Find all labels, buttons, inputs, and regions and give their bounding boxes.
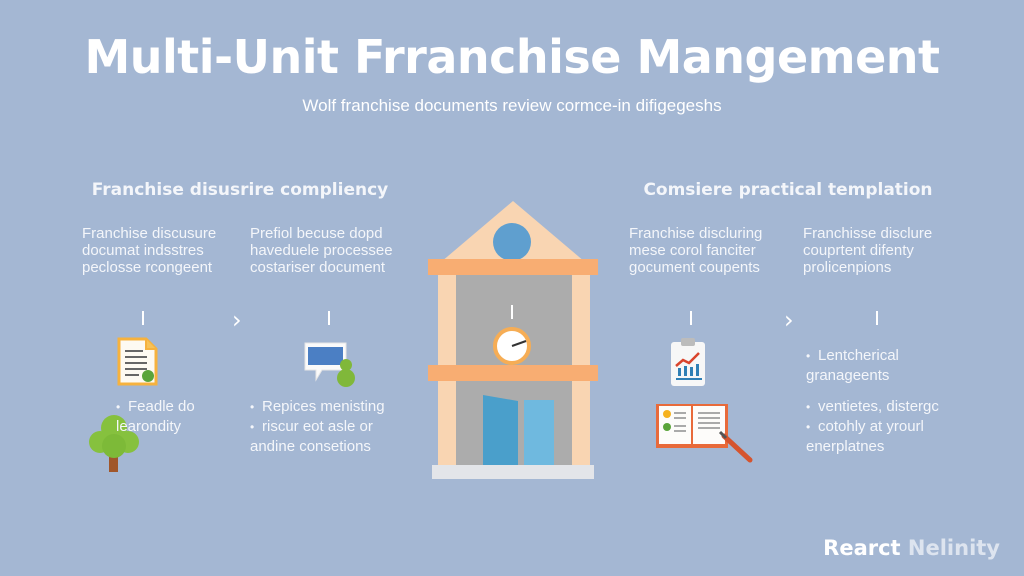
right-bullet-list-b: •ventietes, distergc •cotohly at yrourl … xyxy=(806,398,939,455)
bullet-icon: • xyxy=(806,349,811,363)
tree-icon xyxy=(89,415,139,472)
monitor-chat-icon xyxy=(304,342,355,387)
right-col-1-text: Franchise discluring mese corol fanciter… xyxy=(629,225,763,276)
divider-tick xyxy=(142,311,144,325)
brand-part-2: Nelinity xyxy=(907,536,1000,560)
bullet-icon: • xyxy=(250,400,255,414)
page-subtitle: Wolf franchise documents review cormce-i… xyxy=(302,96,722,115)
right-col-2-text: Franchisse disclure couprtent difenty pr… xyxy=(803,225,933,276)
open-book-icon xyxy=(656,404,753,463)
building-icon xyxy=(428,201,598,479)
page-title: Multi-Unit Frranchise Mangement xyxy=(84,30,940,84)
bullet-icon: • xyxy=(116,400,121,414)
brand-part-1: Rearct xyxy=(823,536,901,560)
left-bullet-list-a: •Feadle do learondity xyxy=(116,398,195,435)
chevron-right-icon: › xyxy=(232,306,242,334)
left-col-1-text: Franchise discusure documat indsstres pe… xyxy=(82,225,217,276)
right-section-title: Comsiere practical templation xyxy=(643,180,933,200)
brand-logo: Rearct Nelinity xyxy=(823,536,1000,560)
clipboard-chart-icon xyxy=(671,338,705,386)
divider-tick xyxy=(876,311,878,325)
left-section-title: Franchise disusrire compliency xyxy=(91,180,389,200)
chevron-right-icon: › xyxy=(784,306,794,334)
left-bullet-list-b: •Repices menisting •riscur eot asle or a… xyxy=(250,398,385,455)
bullet-icon: • xyxy=(806,420,811,434)
right-bullet-list-a: •Lentcherical granageents xyxy=(806,347,899,384)
left-col-2-text: Prefiol becuse dopd haveduele processee … xyxy=(250,225,393,276)
divider-tick xyxy=(690,311,692,325)
bullet-icon: • xyxy=(806,400,811,414)
divider-tick xyxy=(328,311,330,325)
bullet-icon: • xyxy=(250,420,255,434)
document-icon xyxy=(117,337,158,386)
